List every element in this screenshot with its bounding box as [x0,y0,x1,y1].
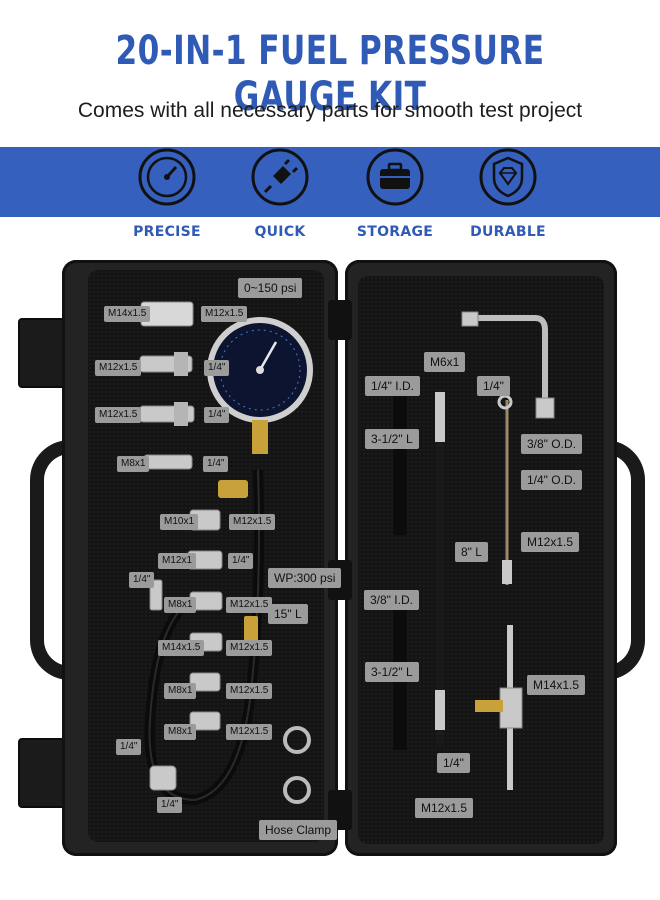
feature-quick: QUICK [225,146,335,240]
hose-clamp [283,726,311,754]
spec-tag: M14x1.5 [104,306,151,322]
spec-tag: M8x1 [164,724,197,740]
brass-tee [218,480,248,498]
spec-tag: M12x1 [158,553,197,569]
spec-tag: M12x1.5 [226,640,273,656]
gauge-brass-stem [252,420,268,454]
spec-tag: M12x1.5 [229,514,276,530]
spec-tag: M6x1 [424,352,466,372]
spec-tag: 1/4" [203,456,229,472]
top-left-latch [18,318,66,388]
spec-tag: 1/4" O.D. [521,470,582,490]
gauge-needle [258,341,278,371]
page-title: 20-IN-1 FUEL PRESSURE GAUGE KIT [115,28,545,120]
spec-tag: 3-1/2" L [365,429,419,449]
spec-tag: 3/8" I.D. [364,590,419,610]
feature-label: STORAGE [356,224,434,240]
spec-tag: M12x1.5 [521,532,580,552]
spec-tag: M12x1.5 [226,683,273,699]
feature-durable: DURABLE [453,146,563,240]
feature-label: QUICK [254,224,306,240]
feature-band [0,147,660,217]
elbow-fitting [149,765,177,791]
spec-tag: 1/4" I.D. [365,376,420,396]
spec-tag: M12x1.5 [415,798,474,818]
adapter-fitting [143,454,193,470]
spec-tag: M12x1.5 [226,724,273,740]
spec-tag: 1/4" [116,739,142,755]
spec-tag: 3/8" O.D. [521,434,582,454]
spec-tag: Hose Clamp [259,820,338,840]
feature-precise: PRECISE [112,146,222,240]
spec-tag: 3-1/2" L [365,662,419,682]
page-subtitle: Comes with all necessary parts for smoot… [77,99,583,122]
spec-tag: M10x1 [160,514,199,530]
spec-tag: M8x1 [117,456,150,472]
spec-tag: 1/4" [437,753,470,773]
spec-tag: 15" L [268,604,308,624]
adapter-fitting [189,711,221,731]
short-hose [393,395,407,535]
case-icon [366,148,424,206]
spec-tag: 1/4" [204,360,230,376]
feature-label: DURABLE [470,224,546,240]
spec-tag: M12x1.5 [226,597,273,613]
feature-storage: STORAGE [340,146,450,240]
brass-valve [244,616,258,646]
spec-tag: M14x1.5 [527,675,586,695]
hose-clamp [283,776,311,804]
spec-tag: 1/4" [228,553,254,569]
diamond-shield-icon [479,148,537,206]
bent-tube [470,315,548,400]
spec-tag: 1/4" [204,407,230,423]
plug-icon [251,148,309,206]
feature-label: PRECISE [133,224,201,240]
spec-tag: 0~150 psi [238,278,303,298]
case-hinge [328,300,352,340]
spec-tag: M14x1.5 [158,640,205,656]
spec-tag: 1/4" [477,376,510,396]
spec-tag: M8x1 [164,683,197,699]
gauge-icon [138,148,196,206]
spec-tag: M12x1.5 [95,360,142,376]
spec-tag: 1/4" [157,797,183,813]
bottom-left-latch [18,738,66,808]
spec-tag: WP:300 psi [268,568,342,588]
spec-tag: 8" L [455,542,488,562]
spec-tag: M12x1.5 [95,407,142,423]
spec-tag: M8x1 [164,597,197,613]
spec-tag: 1/4" [129,572,155,588]
spec-tag: M12x1.5 [201,306,248,322]
adapter-fitting [189,672,221,692]
